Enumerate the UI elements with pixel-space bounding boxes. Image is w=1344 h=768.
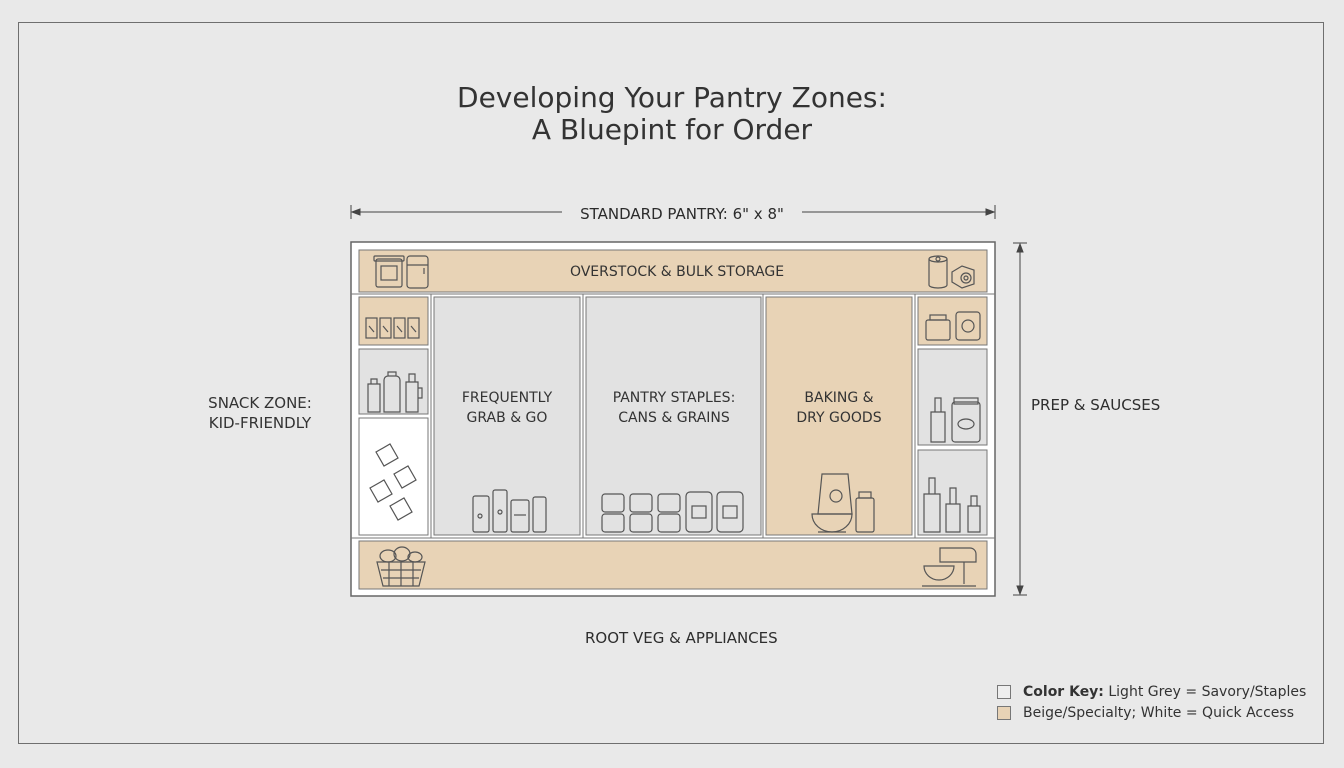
snack-bottles-icon [367, 371, 423, 413]
prep-shelf-3 [917, 449, 988, 536]
color-key-grey-text: Light Grey = Savory/Staples [1103, 684, 1307, 700]
frequent-label-line2: GRAB & GO [467, 410, 548, 426]
root-veg-zone [358, 540, 988, 590]
overstock-label: OVERSTOCK & BULK STORAGE [570, 264, 784, 280]
snack-shelf-3 [358, 417, 429, 536]
baking-zone [765, 296, 913, 536]
paper-towel-icon [928, 255, 948, 289]
overstock-zone [358, 249, 988, 293]
snack-zone-label-line2: KID-FRIENDLY [208, 414, 312, 432]
key-swatch-beige [997, 706, 1011, 720]
color-key-row-1: Color Key: Light Grey = Savory/Staples [997, 684, 1306, 700]
canister-icon [373, 255, 405, 288]
baking-label-line2: DRY GOODS [796, 410, 881, 426]
width-label: STANDARD PANTRY: 6" x 8" [580, 205, 784, 223]
color-key-heading: Color Key: [1023, 684, 1104, 700]
color-key-row-2: Beige/Specialty; White = Quick Access [997, 705, 1294, 721]
height-dimension-line [1013, 242, 1027, 596]
root-veg-label: ROOT VEG & APPLIANCES [585, 629, 778, 647]
mixing-bowl-icon [811, 513, 853, 533]
snack-zone-label-line1: SNACK ZONE: [208, 394, 312, 412]
grab-go-jars-icon [472, 489, 547, 533]
frequent-label-line1: FREQUENTLY [462, 390, 553, 406]
sauce-bottles-icon [930, 397, 981, 443]
key-swatch-grey [997, 685, 1011, 699]
baking-label-line1: BAKING & [804, 390, 873, 406]
fridge-box-icon [406, 255, 429, 289]
tape-roll-icon [951, 265, 975, 289]
shelf-dividers [351, 293, 995, 539]
prep-containers-icon [925, 311, 981, 341]
prep-sauces-label: PREP & SAUCSES [1031, 396, 1161, 414]
width-dimension-line [350, 205, 996, 219]
staples-zone [585, 296, 762, 536]
staples-label-line1: PANTRY STAPLES: [613, 390, 736, 406]
prep-shelf-1 [917, 296, 988, 346]
oil-bottles-icon [923, 477, 981, 533]
snack-packets-icon [369, 443, 417, 521]
cans-stack-icon [601, 491, 744, 533]
produce-basket-icon [376, 546, 426, 587]
diagram-title-line1: Developing Your Pantry Zones: [457, 81, 887, 114]
stand-mixer-icon [922, 547, 977, 587]
staples-label-line2: CANS & GRAINS [618, 410, 730, 426]
color-key-beige-text: Beige/Specialty; White = Quick Access [1023, 705, 1295, 721]
snack-jars-icon [365, 317, 420, 339]
diagram-title-line2: A Bluepint for Order [531, 113, 813, 146]
outer-frame [18, 22, 1324, 744]
